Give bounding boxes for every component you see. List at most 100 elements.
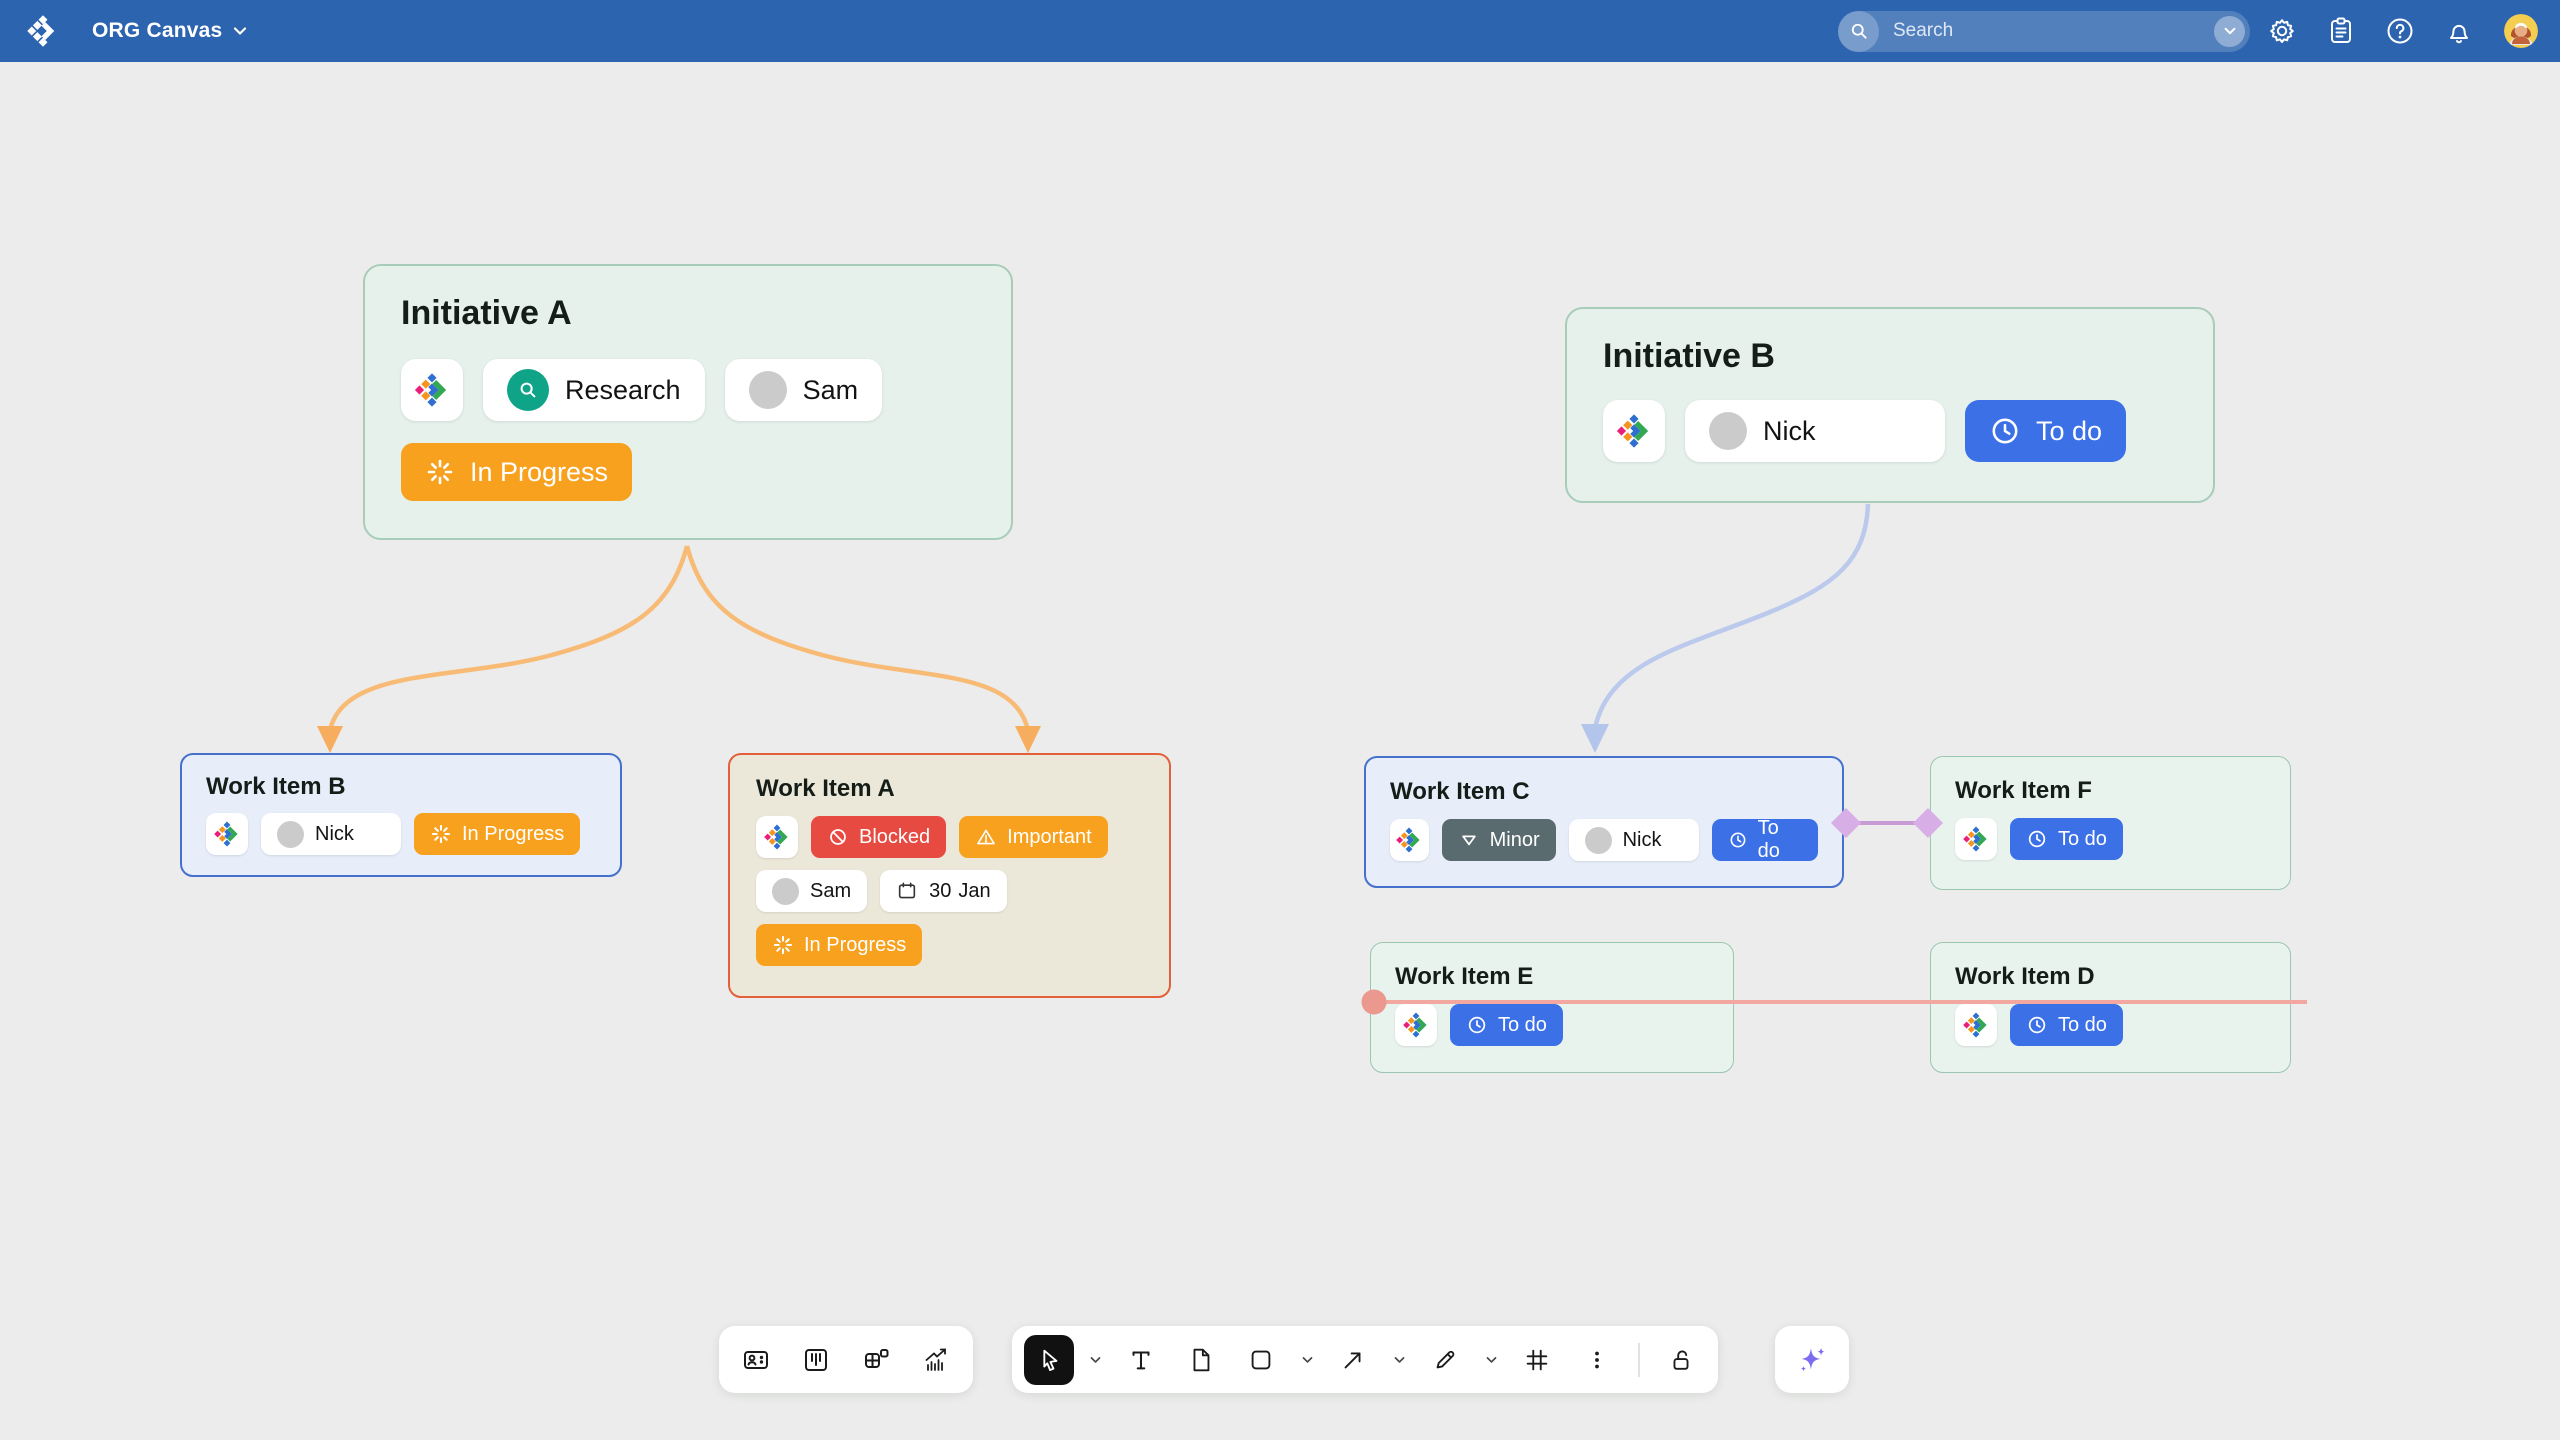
chevron-down-icon	[234, 27, 247, 35]
card-work-item-e[interactable]: Work Item E To do	[1370, 942, 1734, 1073]
chevron-down-icon	[2224, 27, 2235, 35]
sparkle-icon	[1800, 1347, 1825, 1371]
assignee-chip[interactable]: Nick	[261, 813, 401, 855]
status-label: In Progress	[462, 822, 565, 845]
due-day: 30	[929, 879, 952, 902]
work-item-type-chip[interactable]	[1390, 819, 1429, 861]
notifications-bell-icon[interactable]	[2445, 17, 2473, 45]
assignee-chip[interactable]: Nick	[1685, 400, 1945, 462]
assignee-name: Sam	[810, 879, 852, 902]
clock-icon	[2028, 1016, 2046, 1034]
org-diamond-icon	[414, 373, 447, 407]
status-pill-todo[interactable]: To do	[2010, 1004, 2123, 1046]
user-avatar[interactable]	[2504, 14, 2538, 48]
id-card-icon	[744, 1350, 768, 1369]
search-bar[interactable]	[1838, 10, 2250, 52]
assignee-chip[interactable]: Sam	[724, 359, 883, 421]
connector-initiative-b-to-work-c	[1581, 503, 1871, 753]
shape-tool-chevron[interactable]	[1296, 1335, 1318, 1385]
analytics-widget-button[interactable]	[911, 1335, 961, 1385]
shape-tool-button[interactable]	[1236, 1335, 1286, 1385]
search-scope-chevron[interactable]	[2214, 15, 2245, 47]
assignee-avatar	[277, 820, 304, 848]
flag-pill-blocked[interactable]: Blocked	[811, 816, 947, 858]
unlock-icon	[1673, 1349, 1689, 1370]
clipboard-icon[interactable]	[2327, 17, 2355, 45]
status-label: In Progress	[804, 933, 907, 956]
status-pill-todo[interactable]: To do	[1711, 817, 1818, 862]
select-tool-chevron[interactable]	[1084, 1335, 1106, 1385]
status-pill-todo[interactable]: To do	[1965, 400, 2127, 462]
assignee-chip[interactable]: Sam	[756, 870, 868, 912]
app-logo-icon[interactable]	[24, 12, 62, 50]
layout-widget-button[interactable]	[851, 1335, 901, 1385]
warning-triangle-icon	[977, 829, 996, 845]
connector-work-c-to-work-f	[1831, 808, 1943, 838]
org-diamond-icon	[764, 824, 788, 850]
header-icon-group	[2268, 14, 2538, 48]
more-tools-button[interactable]	[1572, 1335, 1622, 1385]
search-icon	[1838, 10, 1879, 52]
pen-tool-button[interactable]	[1420, 1335, 1470, 1385]
flag-pill-important[interactable]: Important	[959, 816, 1108, 858]
tools-toolbar	[1012, 1326, 1718, 1393]
cursor-icon	[1043, 1349, 1058, 1371]
select-tool-button[interactable]	[1024, 1334, 1074, 1385]
research-magnifier-icon	[507, 369, 549, 411]
kanban-board-icon	[805, 1348, 827, 1371]
board-title-dropdown[interactable]: ORG Canvas	[92, 19, 248, 43]
work-item-type-chip[interactable]	[1603, 400, 1665, 462]
square-shape-icon	[1251, 1350, 1271, 1369]
calendar-icon	[898, 882, 916, 899]
assignee-chip[interactable]: Nick	[1568, 819, 1699, 861]
chevron-down-icon	[1394, 1357, 1404, 1363]
work-item-type-chip[interactable]	[756, 816, 798, 858]
due-date-chip[interactable]: 30 Jan	[880, 870, 1007, 912]
card-initiative-a[interactable]: Initiative A Research Sam	[363, 264, 1013, 540]
assignee-name: Sam	[802, 374, 859, 405]
card-widget-button[interactable]	[731, 1335, 781, 1385]
card-work-item-c[interactable]: Work Item C Minor Nick To do	[1364, 756, 1844, 888]
work-item-type-chip[interactable]	[1955, 1004, 1997, 1046]
work-item-type-chip[interactable]	[1395, 1004, 1437, 1046]
status-label: In Progress	[470, 456, 609, 487]
spinner-icon	[427, 459, 453, 485]
document-tool-button[interactable]	[1176, 1335, 1226, 1385]
text-icon	[1132, 1351, 1150, 1369]
card-work-item-d[interactable]: Work Item D To do	[1930, 942, 2291, 1073]
pen-tool-chevron[interactable]	[1480, 1335, 1502, 1385]
card-work-item-f[interactable]: Work Item F To do	[1930, 756, 2291, 890]
frame-tool-button[interactable]	[1512, 1335, 1562, 1385]
status-pill-todo[interactable]: To do	[2010, 818, 2123, 860]
assignee-avatar	[1584, 826, 1612, 854]
search-input[interactable]	[1879, 20, 2214, 42]
connector-tool-button[interactable]	[1328, 1335, 1378, 1385]
text-tool-button[interactable]	[1116, 1335, 1166, 1385]
layout-blocks-icon	[865, 1348, 889, 1368]
work-item-type-chip[interactable]	[401, 359, 463, 421]
status-pill-todo[interactable]: To do	[1450, 1004, 1563, 1046]
priority-pill-minor[interactable]: Minor	[1441, 819, 1556, 861]
status-pill-in-progress[interactable]: In Progress	[756, 924, 923, 966]
connector-initiative-a-to-work-a	[684, 545, 1041, 753]
blocked-icon	[830, 829, 846, 845]
settings-gear-icon[interactable]	[2268, 17, 2296, 45]
status-pill-in-progress[interactable]: In Progress	[414, 813, 581, 855]
card-initiative-b[interactable]: Initiative B Nick To do	[1565, 307, 2215, 503]
tag-chip-research[interactable]: Research	[483, 359, 705, 421]
help-icon[interactable]	[2386, 17, 2414, 45]
ai-assistant-button[interactable]	[1787, 1335, 1837, 1385]
lock-button[interactable]	[1656, 1335, 1706, 1385]
widgets-toolbar	[719, 1326, 973, 1393]
status-pill-in-progress[interactable]: In Progress	[401, 443, 633, 501]
clock-icon	[1468, 1016, 1486, 1034]
due-month: Jan	[958, 879, 991, 902]
kanban-widget-button[interactable]	[791, 1335, 841, 1385]
card-work-item-b[interactable]: Work Item B Nick In Progress	[180, 753, 622, 877]
card-title: Work Item C	[1390, 778, 1530, 805]
card-work-item-a[interactable]: Work Item A Blocked Important Sam	[728, 753, 1171, 998]
connector-tool-chevron[interactable]	[1388, 1335, 1410, 1385]
work-item-type-chip[interactable]	[1955, 818, 1997, 860]
work-item-type-chip[interactable]	[206, 813, 248, 855]
